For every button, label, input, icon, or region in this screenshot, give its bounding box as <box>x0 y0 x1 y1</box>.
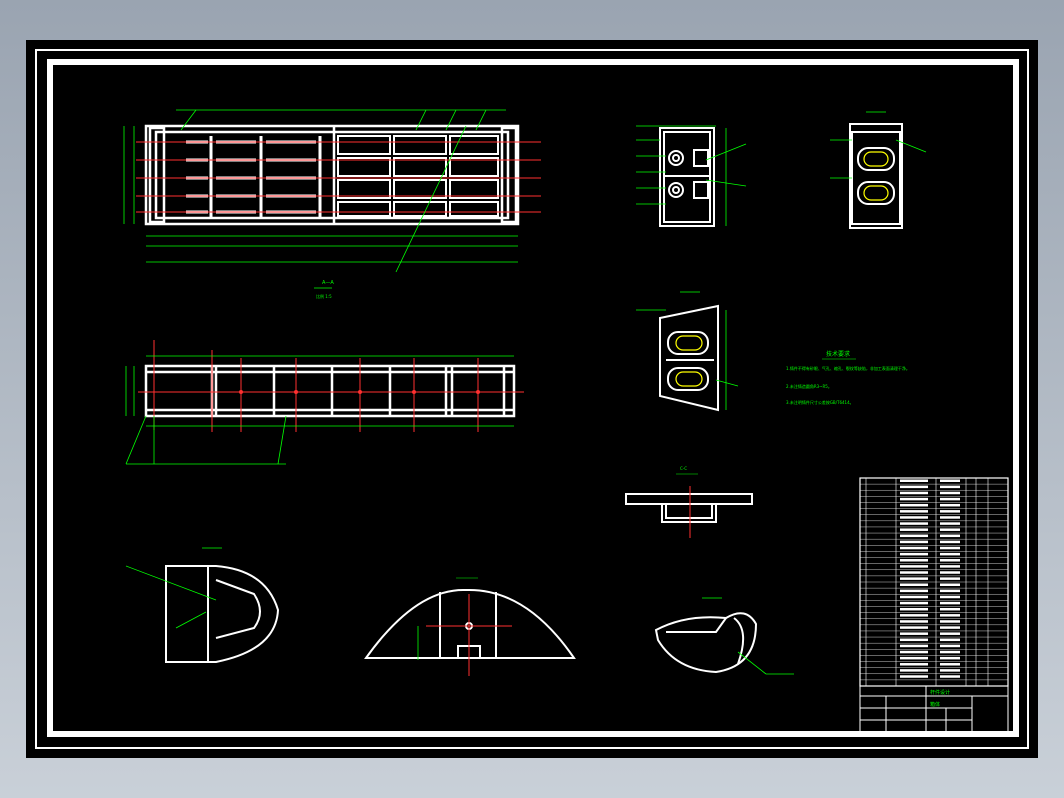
parts-row-code <box>900 583 928 586</box>
parts-row-code <box>900 589 928 593</box>
detail-view-left <box>165 565 280 663</box>
parts-row-code <box>900 510 928 513</box>
parts-row-name <box>940 522 960 525</box>
parts-row-name <box>940 601 960 605</box>
parts-row-code <box>900 601 928 605</box>
cad-viewport[interactable]: A—A 比例 1:5 <box>26 40 1038 758</box>
parts-row-name <box>940 675 960 678</box>
parts-row-name <box>940 528 960 531</box>
front-centerlines <box>138 340 524 432</box>
front-view <box>144 364 516 418</box>
parts-row-name <box>940 559 960 562</box>
front-dimensions <box>125 355 514 465</box>
parts-row-name <box>940 510 960 513</box>
parts-row-code <box>900 614 928 617</box>
parts-row-code <box>900 552 928 556</box>
parts-row-code <box>900 626 928 629</box>
parts-row-code <box>900 607 928 611</box>
parts-row-name <box>940 516 960 519</box>
parts-row-name <box>940 577 960 580</box>
parts-row-name <box>940 644 960 648</box>
parts-row-name <box>940 491 960 495</box>
parts-list-entries <box>900 479 960 678</box>
parts-row-name <box>940 571 960 574</box>
parts-row-name <box>940 485 960 489</box>
parts-row-name <box>940 497 960 501</box>
parts-row-name <box>940 503 960 507</box>
parts-row-name <box>940 614 960 617</box>
parts-row-code <box>900 491 928 495</box>
parts-list-rows <box>860 483 1008 681</box>
parts-row-name <box>940 540 960 544</box>
side-view-d <box>659 304 719 412</box>
plan-dimensions <box>123 109 518 273</box>
section-c-label: C-C <box>680 466 687 471</box>
side-view-c <box>849 123 903 229</box>
parts-row-code <box>900 663 928 666</box>
parts-row-name <box>940 626 960 629</box>
parts-row-code <box>900 632 928 635</box>
parts-row-code <box>900 497 928 501</box>
parts-row-name <box>940 663 960 666</box>
parts-row-code <box>900 675 928 678</box>
notes-title: 技术要求 <box>826 350 850 358</box>
drawing-canvas: A—A 比例 1:5 <box>35 49 1029 749</box>
parts-row-code <box>900 620 928 623</box>
note-3: 3.未注明铸件尺寸公差按GB/T6414。 <box>786 399 854 405</box>
parts-row-code <box>900 650 928 654</box>
parts-row-code <box>900 565 928 568</box>
technical-notes: 技术要求 1.铸件不得有砂眼、气孔、缩孔、裂纹等缺陷，非加工表面清理干净。 2.… <box>786 350 910 405</box>
parts-row-code <box>900 540 928 544</box>
parts-row-name <box>940 595 960 599</box>
parts-row-code <box>900 638 928 642</box>
parts-row-name <box>940 656 960 660</box>
parts-row-code <box>900 577 928 580</box>
inner-frame <box>47 59 1019 737</box>
parts-row-name <box>940 589 960 593</box>
parts-row-name <box>940 669 960 672</box>
detail-view-arch <box>364 588 576 659</box>
parts-row-name <box>940 583 960 586</box>
title-drawing-name: 箱体 <box>930 701 940 708</box>
parts-row-name <box>940 552 960 556</box>
parts-row-code <box>900 656 928 660</box>
plan-centerlines <box>136 141 541 213</box>
side-view-b <box>659 127 715 227</box>
title-block <box>859 685 1009 733</box>
detail-view-right <box>654 612 758 674</box>
outer-frame <box>35 49 1029 749</box>
parts-row-name <box>940 565 960 568</box>
parts-row-code <box>900 534 928 538</box>
parts-row-code <box>900 669 928 672</box>
svg-text:比例 1:5: 比例 1:5 <box>316 293 332 299</box>
section-c-c <box>625 493 753 523</box>
parts-row-name <box>940 650 960 654</box>
title-company: 杆件设计 <box>930 689 950 696</box>
parts-row-name <box>940 607 960 611</box>
parts-row-code <box>900 479 928 482</box>
parts-row-code <box>900 485 928 489</box>
parts-row-code <box>900 516 928 519</box>
parts-row-name <box>940 534 960 538</box>
parts-row-name <box>940 620 960 623</box>
note-1: 1.铸件不得有砂眼、气孔、缩孔、裂纹等缺陷，非加工表面清理干净。 <box>786 365 910 371</box>
parts-row-code <box>900 546 928 550</box>
parts-row-code <box>900 559 928 562</box>
parts-row-code <box>900 595 928 599</box>
parts-row-code <box>900 503 928 507</box>
parts-row-name <box>940 632 960 635</box>
parts-row-name <box>940 638 960 642</box>
note-2: 2.未注铸造圆角R3~R5。 <box>786 383 832 389</box>
parts-row-name <box>940 479 960 482</box>
parts-row-code <box>900 528 928 531</box>
parts-row-name <box>940 546 960 550</box>
parts-row-code <box>900 522 928 525</box>
parts-row-code <box>900 644 928 648</box>
parts-row-code <box>900 571 928 574</box>
plan-view <box>144 124 520 226</box>
svg-text:A—A: A—A <box>322 280 334 286</box>
